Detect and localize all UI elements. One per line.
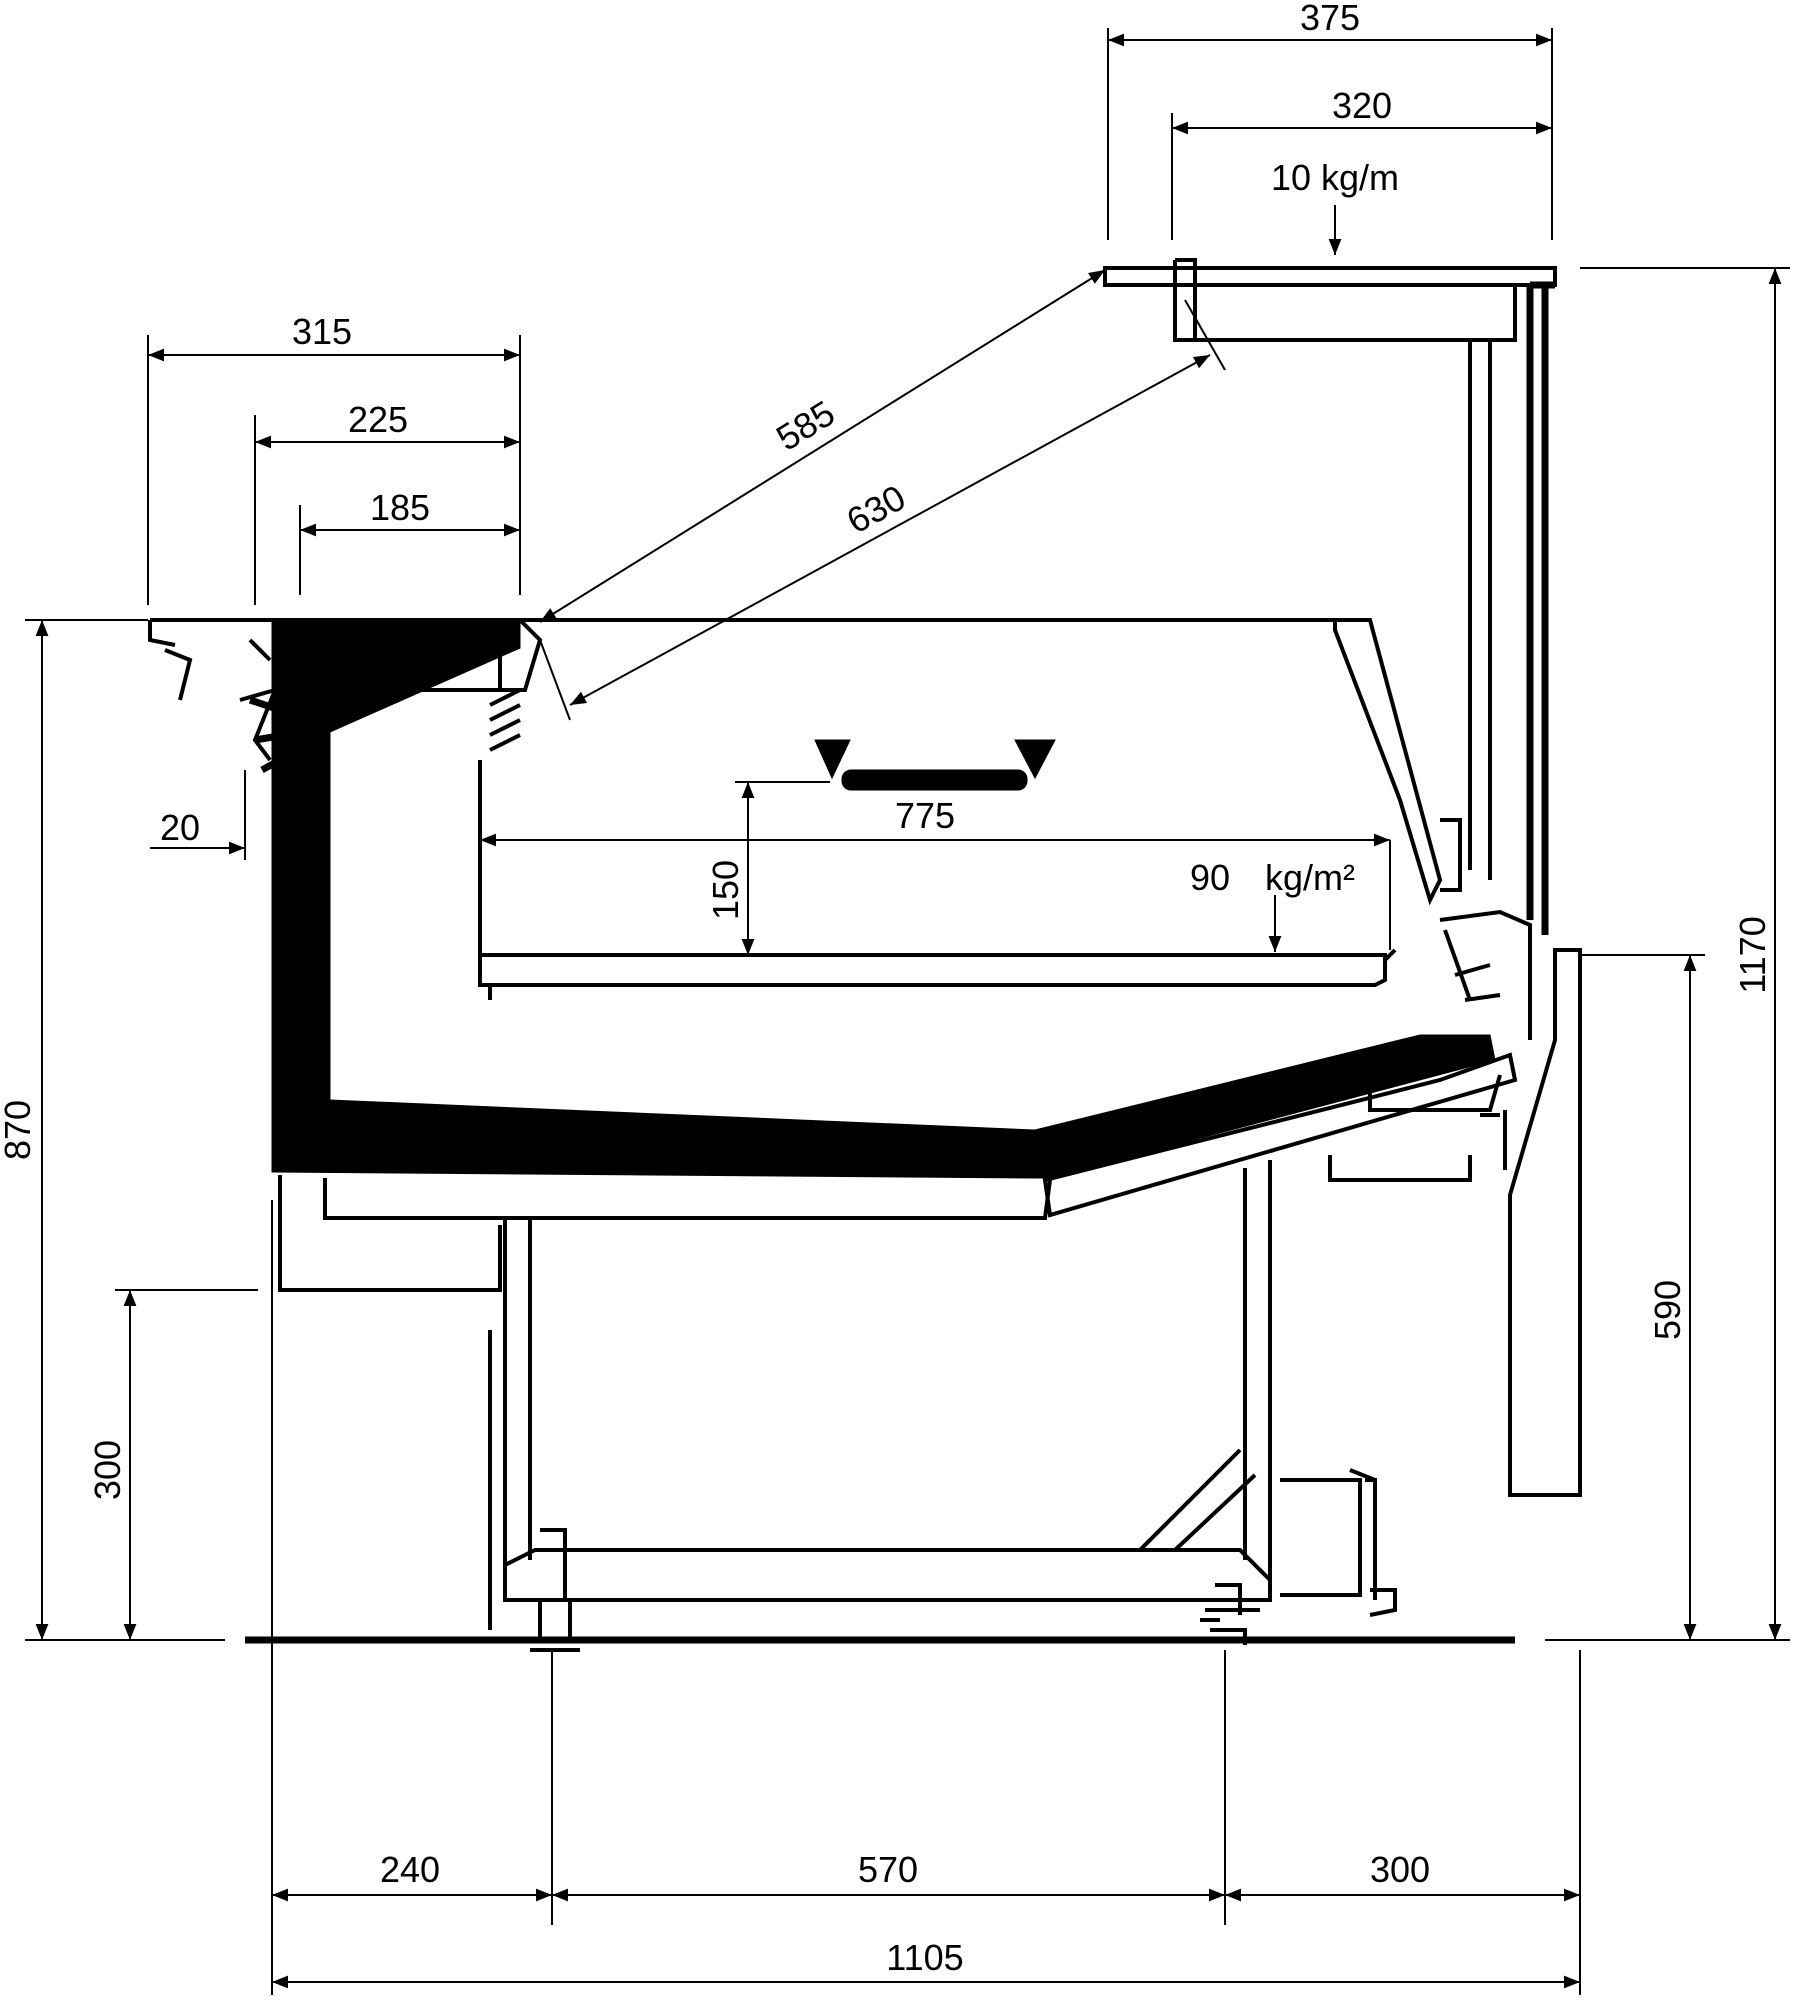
dim-225-label: 225 — [348, 399, 408, 440]
tray-hatching — [489, 688, 521, 752]
dim-775-label: 775 — [895, 795, 955, 836]
dim-240-label: 240 — [380, 1849, 440, 1890]
dim-300-left-label: 300 — [87, 1440, 128, 1500]
dimension-labels: 375 320 10 kg/m 315 225 185 585 630 20 7… — [0, 0, 1773, 1978]
canopy-post — [1526, 281, 1555, 935]
display-shelf — [480, 948, 1397, 987]
dim-570-label: 570 — [858, 1849, 918, 1890]
rear-glass-panel — [1333, 618, 1443, 906]
dim-870-label: 870 — [0, 1100, 38, 1160]
dim-590-label: 590 — [1647, 1280, 1688, 1340]
bottom-frame — [503, 1548, 1272, 1602]
dim-1170-label: 1170 — [1732, 916, 1773, 993]
base-panel — [278, 1175, 1052, 1292]
load-top-label: 10 kg/m — [1271, 157, 1399, 198]
rear-panel — [1508, 948, 1582, 1497]
dim-585-label: 585 — [769, 392, 842, 459]
canopy-box — [1173, 258, 1517, 342]
dim-1105-label: 1105 — [886, 1937, 963, 1978]
load-shelf-value-label: 90 — [1190, 857, 1230, 898]
dim-375-label: 375 — [1300, 0, 1360, 38]
cabinet-body — [148, 258, 1582, 1652]
tray-bar — [841, 769, 1028, 791]
lower-slope — [1042, 1052, 1518, 1218]
canopy — [1103, 266, 1557, 287]
dim-630-label: 630 — [840, 477, 912, 542]
dim-300-bottom-label: 300 — [1370, 1849, 1430, 1890]
dim-585-line — [539, 269, 1106, 623]
dim-185-label: 185 — [370, 487, 430, 528]
dim-20-label: 20 — [160, 807, 200, 848]
dim-320-label: 320 — [1332, 85, 1392, 126]
product-tray — [814, 739, 1056, 791]
dimension-lines — [25, 28, 1790, 1995]
canopy-upright — [1468, 340, 1492, 880]
rear-bracket — [1439, 909, 1532, 1040]
service-tray-top — [358, 618, 543, 692]
compressor-box — [1280, 1468, 1397, 1617]
end-box — [1328, 1074, 1502, 1182]
rear-foot — [1200, 1583, 1260, 1645]
dim-315-label: 315 — [292, 311, 352, 352]
rear-leg — [1243, 1160, 1272, 1580]
insulated-tub — [271, 619, 1496, 1179]
front-lip-detail — [248, 696, 286, 774]
load-shelf-unit-label: kg/m² — [1265, 857, 1355, 898]
rear-bracket-detail — [1440, 818, 1507, 1170]
leg-brace — [1138, 1448, 1257, 1552]
dim-150-label: 150 — [705, 860, 746, 920]
tray-right-marker — [1014, 739, 1056, 780]
tray-left-marker — [814, 739, 851, 780]
front-leg — [503, 1218, 532, 1575]
front-rail — [148, 618, 520, 762]
dim-630-line — [569, 354, 1211, 706]
display-well-wall — [478, 760, 492, 1000]
